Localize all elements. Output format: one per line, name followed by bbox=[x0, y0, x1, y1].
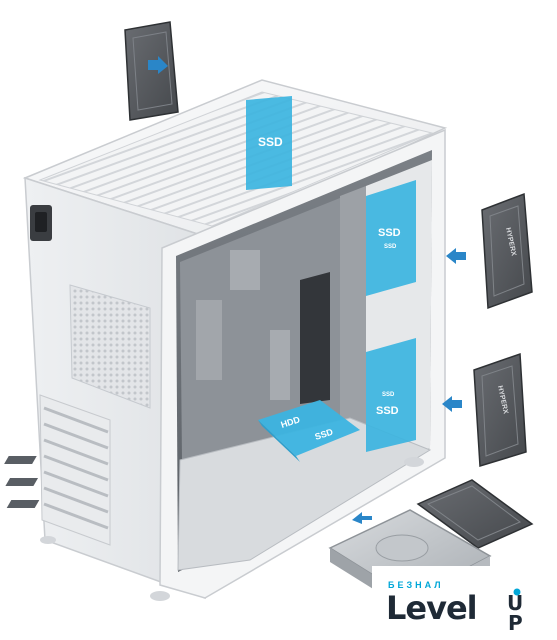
ssd-mount-rear-lower: SSD SSD bbox=[366, 338, 416, 452]
ssd-mount-top bbox=[246, 96, 292, 190]
ssd-top-label: SSD bbox=[258, 135, 283, 149]
ssd-rear-lower-sub-label: SSD bbox=[382, 392, 395, 398]
ssd-drive-bottom-right bbox=[416, 479, 534, 549]
rear-fan-mesh bbox=[69, 284, 151, 409]
ssd-rear-upper-sub-label: SSD bbox=[384, 244, 397, 250]
arrow-icon bbox=[148, 56, 168, 74]
watermark-small-text: БЕЗНАЛ bbox=[388, 580, 444, 590]
arrow-icon bbox=[446, 248, 466, 264]
floor-vents bbox=[4, 456, 40, 508]
arrow-icon bbox=[442, 396, 462, 412]
watermark-main-text: Level bbox=[386, 589, 478, 627]
ssd-rear-upper-label: SSD bbox=[378, 227, 401, 239]
ssd-drive-top bbox=[124, 21, 179, 121]
watermark-suffix-p: P bbox=[508, 611, 523, 634]
ssd-drive-right-lower: HYPERX bbox=[442, 352, 527, 467]
watermark-up-mark: U P bbox=[507, 588, 523, 634]
hdd-ssd-floor-tray: HDD SSD bbox=[258, 400, 360, 462]
expansion-slots bbox=[39, 394, 111, 546]
watermark-logo: БЕЗНАЛ Level U P bbox=[386, 580, 556, 640]
watermark-suffix-u: U bbox=[507, 591, 523, 615]
ssd-rear-lower-label: SSD bbox=[376, 405, 399, 417]
ssd-mount-rear-upper: SSD SSD bbox=[366, 180, 416, 296]
ssd-drive-right-upper: HYPERX bbox=[446, 192, 533, 310]
arrow-icon bbox=[352, 512, 372, 524]
case-top-panel: SSD bbox=[22, 79, 448, 239]
